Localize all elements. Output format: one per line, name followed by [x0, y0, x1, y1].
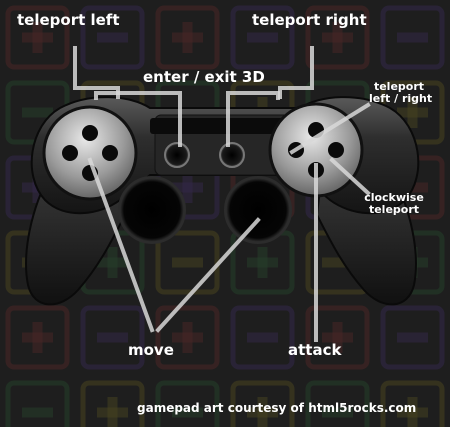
background-glyph-bar [257, 247, 268, 278]
select-button [164, 142, 190, 168]
callout-move-right [155, 217, 261, 333]
gamepad-illustration [25, 96, 420, 306]
background-glyph-bar [397, 32, 428, 43]
background-tile [80, 305, 145, 370]
background-glyph-bar [322, 257, 353, 268]
background-glyph-bar [22, 107, 53, 118]
background-glyph-bar [97, 332, 128, 343]
label-attack: attack [288, 341, 342, 359]
background-glyph-bar [107, 397, 118, 427]
background-glyph-bar [32, 22, 43, 53]
background-glyph-bar [172, 407, 203, 418]
background-tile [80, 5, 145, 70]
background-tile [80, 380, 145, 427]
label-teleport-left: teleport left [17, 11, 120, 29]
background-tile [155, 305, 220, 370]
background-glyph-bar [182, 322, 193, 353]
background-glyph-bar [32, 322, 43, 353]
background-tile [155, 5, 220, 70]
background-tile [230, 380, 295, 427]
callout-lines [73, 46, 371, 342]
background-tile [230, 5, 295, 70]
dpad-button-up [82, 125, 98, 141]
background-tile [305, 305, 370, 370]
label-clockwise-teleport-line2: teleport [368, 202, 420, 216]
background-tile [5, 380, 70, 427]
label-teleport-left-right-line1: teleport [373, 80, 425, 93]
background-glyph-bar [397, 332, 428, 343]
label-move: move [128, 341, 174, 359]
label-enter-exit-3d: enter / exit 3D [143, 68, 265, 86]
background-tile [5, 5, 70, 70]
background-glyph-bar [322, 407, 353, 418]
background-glyph-bar [247, 32, 278, 43]
callout-enter-exit-3d-right [226, 91, 280, 147]
background-glyph-bar [332, 322, 343, 353]
label-teleport-left-right-line2: left / right [369, 91, 433, 105]
background-tile [305, 5, 370, 70]
callout-teleport-left-right [289, 102, 371, 155]
background-glyph-bar [247, 332, 278, 343]
background-glyph-bar [22, 407, 53, 418]
label-teleport-left-right: teleport left / right [369, 80, 433, 105]
label-clockwise-teleport-line1: clockwise [364, 191, 424, 204]
label-teleport-right: teleport right [252, 11, 367, 29]
dpad-cluster [42, 105, 138, 201]
callout-enter-exit-3d-left [94, 91, 182, 147]
background-tile [380, 5, 445, 70]
background-glyph-bar [172, 257, 203, 268]
callout-clockwise-teleport [329, 157, 371, 196]
callout-move-left [87, 157, 155, 333]
label-clockwise-teleport: clockwise teleport [361, 192, 427, 215]
background-tile [305, 380, 370, 427]
dpad-button-right [102, 145, 118, 161]
background-glyph-bar [332, 22, 343, 53]
left-analog-stick [118, 176, 186, 244]
background-glyph-bar [257, 397, 268, 427]
center-slot [150, 118, 300, 134]
background-glyph-bar [407, 397, 418, 427]
background-tile [5, 305, 70, 370]
start-button [219, 142, 245, 168]
background-tile [380, 305, 445, 370]
face-button-right [328, 142, 344, 158]
background-tile [155, 380, 220, 427]
background-glyph-bar [182, 172, 193, 203]
right-analog-stick [224, 176, 292, 244]
background-glyph-bar [97, 32, 128, 43]
dpad-button-left [62, 145, 78, 161]
background-glyph-bar [407, 97, 418, 128]
background-glyph-bar [107, 247, 118, 278]
background-glyph-bar [182, 22, 193, 53]
background-tile [380, 380, 445, 427]
credit-text: gamepad art courtesy of html5rocks.com [137, 401, 417, 415]
background-tile [230, 305, 295, 370]
